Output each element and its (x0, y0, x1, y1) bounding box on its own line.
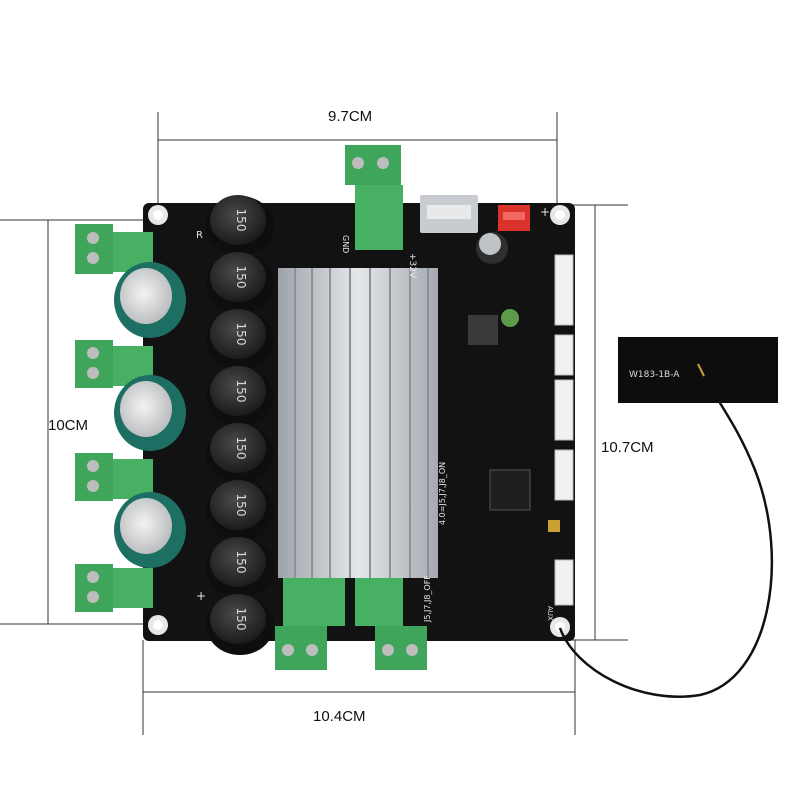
silk-plus-top: + (540, 205, 550, 219)
usb-port (420, 195, 478, 233)
left-terminal-blocks (75, 224, 153, 612)
inductor-5: 150 (206, 423, 274, 484)
bottom-terminal-blocks (275, 578, 427, 670)
inductor-1: 150 (206, 195, 274, 256)
inductor-label: 150 (234, 380, 248, 403)
silk-voltage: +32V (407, 253, 417, 279)
mounting-holes (148, 205, 570, 637)
inductor-6: 150 (206, 480, 274, 541)
dimension-height-right: 10.7CM (601, 439, 654, 456)
dimension-height-left: 10CM (48, 417, 89, 434)
electrolytic-capacitors (114, 262, 186, 568)
dimension-width-top: 9.7CM (328, 108, 373, 125)
jst-connector (498, 205, 530, 231)
dimension-width-bottom: 10.4CM (313, 708, 366, 725)
silk-plus: + (196, 589, 206, 603)
inductor-8: 150 (206, 594, 274, 655)
silk-jumper-off: J5,J7,J8_OFF (423, 575, 432, 623)
smd-components (468, 232, 560, 532)
heatsink (278, 268, 438, 578)
silk-aux: AUX (546, 606, 554, 621)
silkscreen: +32V GND 4.0=J5,J7,J8_ON J5,J7,J8_OFF R … (196, 205, 554, 623)
inductor-label: 150 (234, 209, 248, 232)
dimension-lines (0, 112, 628, 735)
inductor-label: 150 (234, 323, 248, 346)
inductor-label: 150 (234, 551, 248, 574)
silk-jumper-on: 4.0=J5,J7,J8_ON (438, 462, 447, 525)
antenna: W183-1B-A (558, 337, 778, 698)
inductor-3: 150 (206, 309, 274, 370)
inductor-label: 150 (234, 608, 248, 631)
antenna-model: W183-1B-A (629, 370, 680, 380)
silk-gnd: GND (341, 235, 350, 253)
silk-r: R (196, 230, 203, 241)
inductor-7: 150 (206, 537, 274, 598)
inductor-label: 150 (234, 437, 248, 460)
power-terminal (345, 145, 403, 250)
inductor-label: 150 (234, 266, 248, 289)
inductor-column: 150 150 150 150 150 150 150 150 (206, 195, 274, 655)
inductor-4: 150 (206, 366, 274, 427)
inductor-2: 150 (206, 252, 274, 313)
inductor-label: 150 (234, 494, 248, 517)
header-connectors (554, 254, 574, 606)
